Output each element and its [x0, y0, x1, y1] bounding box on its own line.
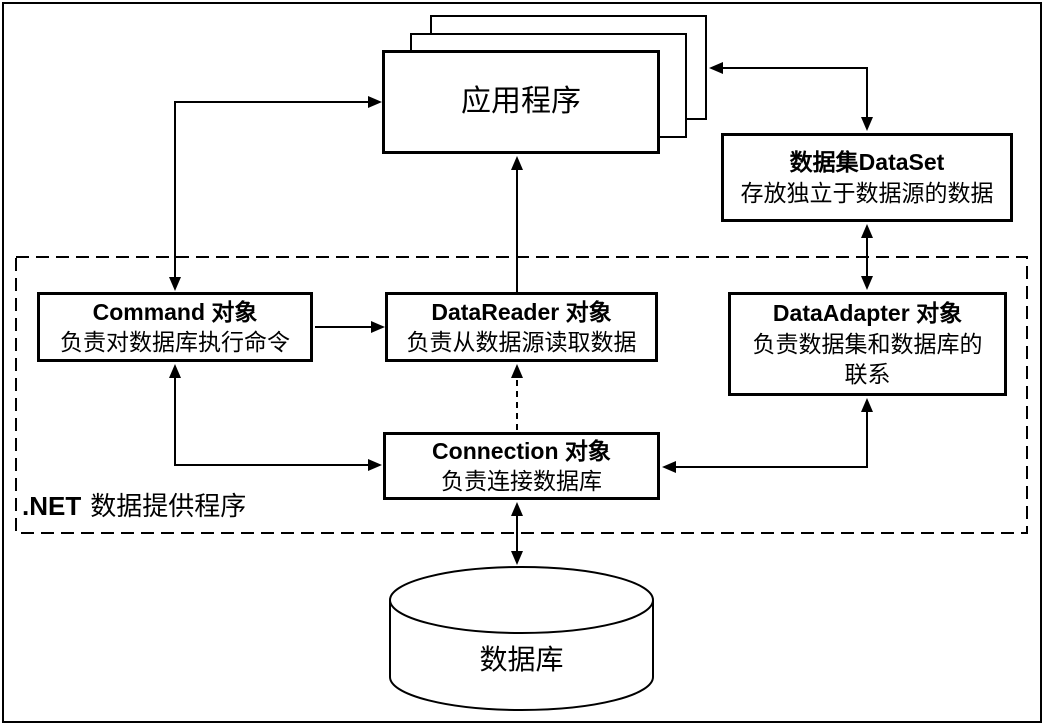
arrow-datareader-application — [511, 156, 523, 292]
arrowhead-up-icon — [861, 224, 873, 238]
arrowhead-up-icon — [511, 364, 523, 378]
command-object-box: Command 对象 负责对数据库执行命令 — [37, 292, 313, 362]
arrow-application-dataset — [709, 62, 873, 131]
arrowhead-up-icon — [511, 502, 523, 516]
arrow-connection-datareader-dashed — [511, 364, 523, 430]
arrow-command-connection — [169, 364, 382, 471]
arrowhead-left-icon — [709, 62, 723, 74]
arrowhead-up-icon — [169, 364, 181, 378]
command-desc: 负责对数据库执行命令 — [60, 329, 290, 355]
command-title: Command 对象 — [92, 298, 258, 325]
arrowhead-down-icon — [861, 276, 873, 290]
arrow-dataadapter-connection — [662, 398, 873, 473]
datareader-title: DataReader 对象 — [431, 298, 612, 325]
arrowhead-down-icon — [511, 551, 523, 565]
arrow-line — [174, 101, 368, 278]
arrow-line — [676, 412, 868, 468]
arrow-connection-database — [511, 502, 523, 565]
arrowhead-up-icon — [861, 398, 873, 412]
dataadapter-object-box: DataAdapter 对象 负责数据集和数据库的 联系 — [728, 292, 1007, 396]
arrow-line — [174, 378, 368, 466]
dataadapter-title: DataAdapter 对象 — [772, 300, 963, 327]
arrowhead-right-icon — [368, 459, 382, 471]
connection-title: Connection 对象 — [432, 437, 611, 464]
arrowhead-left-icon — [662, 461, 676, 473]
dataset-desc: 存放独立于数据源的数据 — [740, 179, 994, 206]
arrowhead-down-icon — [861, 117, 873, 131]
arrow-application-command — [169, 96, 382, 291]
arrowhead-down-icon — [169, 277, 181, 291]
arrow-command-datareader — [315, 321, 385, 333]
dataadapter-desc-line2: 联系 — [844, 361, 891, 388]
dataset-title: 数据集DataSet — [789, 149, 945, 176]
application-label: 应用程序 — [461, 85, 581, 119]
application-box: 应用程序 — [382, 50, 660, 154]
database-cylinder — [389, 566, 654, 711]
database-label: 数据库 — [479, 644, 564, 675]
arrowhead-right-icon — [368, 96, 382, 108]
provider-prefix: .NET — [22, 491, 82, 521]
dataadapter-desc-line1: 负责数据集和数据库的 — [752, 330, 983, 357]
arrowhead-up-icon — [511, 156, 523, 170]
connection-desc: 负责连接数据库 — [441, 468, 602, 494]
arrow-line — [723, 67, 868, 117]
datareader-desc: 负责从数据源读取数据 — [406, 329, 637, 355]
provider-group-label: .NET 数据提供程序 — [22, 486, 246, 523]
datareader-object-box: DataReader 对象 负责从数据源读取数据 — [385, 292, 658, 362]
provider-text: 数据提供程序 — [90, 491, 247, 521]
database-cylinder-top — [389, 566, 654, 634]
dataset-box: 数据集DataSet 存放独立于数据源的数据 — [721, 133, 1013, 222]
arrow-dataset-dataadapter — [861, 224, 873, 290]
connection-object-box: Connection 对象 负责连接数据库 — [383, 432, 660, 500]
arrowhead-right-icon — [371, 321, 385, 333]
provider-group-border — [15, 256, 1028, 534]
